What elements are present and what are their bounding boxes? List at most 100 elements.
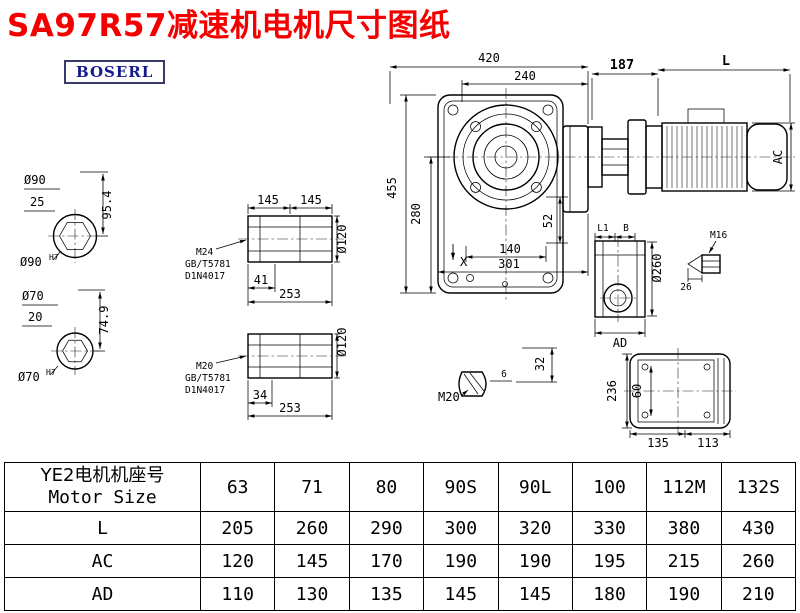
cell-AD-63: 110 — [199, 577, 276, 611]
table-row-AD: AD 110 130 135 145 145 180 190 210 — [4, 577, 797, 611]
cell-AD-100: 180 — [571, 577, 648, 611]
row-label-AC: AC — [4, 544, 201, 578]
cell-AD-90s: 145 — [423, 577, 499, 611]
dim-187-label: 187 — [610, 57, 634, 73]
dim-26-label: 26 — [680, 282, 692, 293]
dim-113-label: 113 — [697, 436, 719, 450]
cell-AC-63: 120 — [199, 544, 276, 578]
motor-dimension-table: YE2电机机座号 Motor Size 63 71 80 90S 90L 100… — [4, 462, 797, 611]
gearbox-front-view: 420 240 455 280 52 X 140 — [385, 51, 795, 300]
dim-280-label: 280 — [409, 203, 423, 225]
cell-AD-112m: 190 — [646, 577, 722, 611]
dim-52-label: 52 — [541, 214, 555, 228]
dim-135-label: 135 — [647, 436, 669, 450]
dim-dia120-top-label: Ø120 — [335, 225, 349, 254]
dim-253-bottom-label: 253 — [279, 401, 301, 415]
dim-455-label: 455 — [385, 177, 399, 199]
cell-AC-112m: 215 — [646, 544, 722, 578]
dim-ad-label: AD — [613, 336, 627, 350]
thread-m24-label: M24 — [196, 247, 213, 258]
table-row-AC: AC 120 145 170 190 190 195 215 260 — [4, 544, 797, 578]
dim-motor-length-label: L — [722, 53, 730, 69]
cell-AC-90s: 190 — [423, 544, 499, 578]
cell-AC-80: 170 — [348, 544, 425, 578]
dim-dia90-label: Ø90 — [24, 173, 46, 187]
dim-keydepth-95-label: 95.4 — [100, 191, 114, 220]
col-header-size-90s: 90S — [423, 462, 499, 512]
dim-bore90-tolerance: H7 — [49, 253, 59, 262]
dim-34-label: 34 — [253, 388, 267, 402]
dim-145-right-label: 145 — [300, 193, 322, 207]
dim-145-left-label: 145 — [257, 193, 279, 207]
col-header-size-63: 63 — [199, 462, 276, 512]
gearbox-side-view: L1 B Ø260 AD M16 — [594, 223, 727, 350]
dim-bore70-tolerance: H7 — [46, 368, 56, 377]
col-header-size-100: 100 — [571, 462, 648, 512]
cell-L-90l: 320 — [497, 511, 573, 545]
dim-x-label: X — [460, 255, 468, 269]
dim-253-top-label: 253 — [279, 287, 301, 301]
brand-logo-text: BOSERL — [76, 63, 154, 81]
cell-AD-71: 130 — [274, 577, 350, 611]
page-title: SA97R57减速机电机尺寸图纸 — [7, 8, 451, 44]
dim-420-label: 420 — [478, 51, 500, 65]
brand-logo: BOSERL — [64, 60, 166, 84]
bushing-section-bottom: Ø120 M20 GB/T5781 D1N4017 34 253 — [185, 328, 349, 420]
cell-AC-90l: 190 — [497, 544, 573, 578]
cell-AD-80: 135 — [348, 577, 425, 611]
dim-140-label: 140 — [499, 242, 521, 256]
dim-dia120-bottom-label: Ø120 — [335, 328, 349, 357]
col-header-size-90l: 90L — [497, 462, 573, 512]
header-motor-size-en: Motor Size — [48, 487, 157, 508]
cell-L-71: 260 — [274, 511, 350, 545]
standard-gbt5781-top-label: GB/T5781 — [185, 259, 231, 270]
dim-60-label: 60 — [630, 384, 644, 398]
thread-m20-rear-label: M20 — [438, 390, 460, 404]
shaft-end-view-small: Ø70 20 74.9 Ø70 H7 — [18, 289, 111, 384]
row-label-AD: AD — [4, 577, 201, 611]
shaft-end-view-large: Ø90 25 95.4 Ø90 H7 — [20, 171, 114, 269]
table-header-row: YE2电机机座号 Motor Size 63 71 80 90S 90L 100… — [4, 462, 797, 512]
table-row-L: L 205 260 290 300 320 330 380 430 — [4, 511, 797, 545]
dim-41-label: 41 — [254, 273, 268, 287]
cell-AC-132s: 260 — [720, 544, 797, 578]
dim-301-label: 301 — [498, 257, 520, 271]
dim-6-label: 6 — [501, 369, 507, 380]
dim-b-label: B — [623, 223, 629, 234]
dim-l1-label: L1 — [597, 223, 609, 234]
thread-m16-label: M16 — [710, 230, 727, 241]
cell-L-112m: 380 — [646, 511, 722, 545]
dim-240-label: 240 — [514, 69, 536, 83]
col-header-size-132s: 132S — [720, 462, 797, 512]
thread-m20-label: M20 — [196, 361, 213, 372]
cell-L-63: 205 — [199, 511, 276, 545]
bushing-section-top: 145 145 Ø120 M24 GB/T5781 D1N4017 41 253 — [185, 193, 349, 306]
cell-L-90s: 300 — [423, 511, 499, 545]
standard-gbt5781-bottom-label: GB/T5781 — [185, 373, 231, 384]
standard-din4017-top-label: D1N4017 — [185, 271, 225, 282]
motor-rear-view: 236 60 135 113 6 32 M20 — [438, 347, 736, 450]
standard-din4017-bottom-label: D1N4017 — [185, 385, 225, 396]
dim-dia260-label: Ø260 — [650, 254, 664, 283]
row-label-L: L — [4, 511, 201, 545]
dim-keywidth-20-label: 20 — [28, 310, 42, 324]
cell-L-100: 330 — [571, 511, 648, 545]
col-header-size-71: 71 — [274, 462, 350, 512]
dim-keydepth-74-label: 74.9 — [97, 306, 111, 335]
cell-L-80: 290 — [348, 511, 425, 545]
dim-32-label: 32 — [533, 357, 547, 371]
col-header-size-80: 80 — [348, 462, 425, 512]
dim-bore70-label: Ø70 — [18, 370, 40, 384]
dim-ac-label: AC — [771, 150, 785, 164]
dim-bore90-label: Ø90 — [20, 255, 42, 269]
header-motor-size-cn: YE2电机机座号 — [40, 465, 165, 486]
dim-keywidth-25-label: 25 — [30, 195, 44, 209]
col-header-size-112m: 112M — [646, 462, 722, 512]
cell-AD-90l: 145 — [497, 577, 573, 611]
motor-side-view: 187 L AC — [587, 53, 795, 195]
cell-AD-132s: 210 — [720, 577, 797, 611]
cell-AC-71: 145 — [274, 544, 350, 578]
cell-AC-100: 195 — [571, 544, 648, 578]
